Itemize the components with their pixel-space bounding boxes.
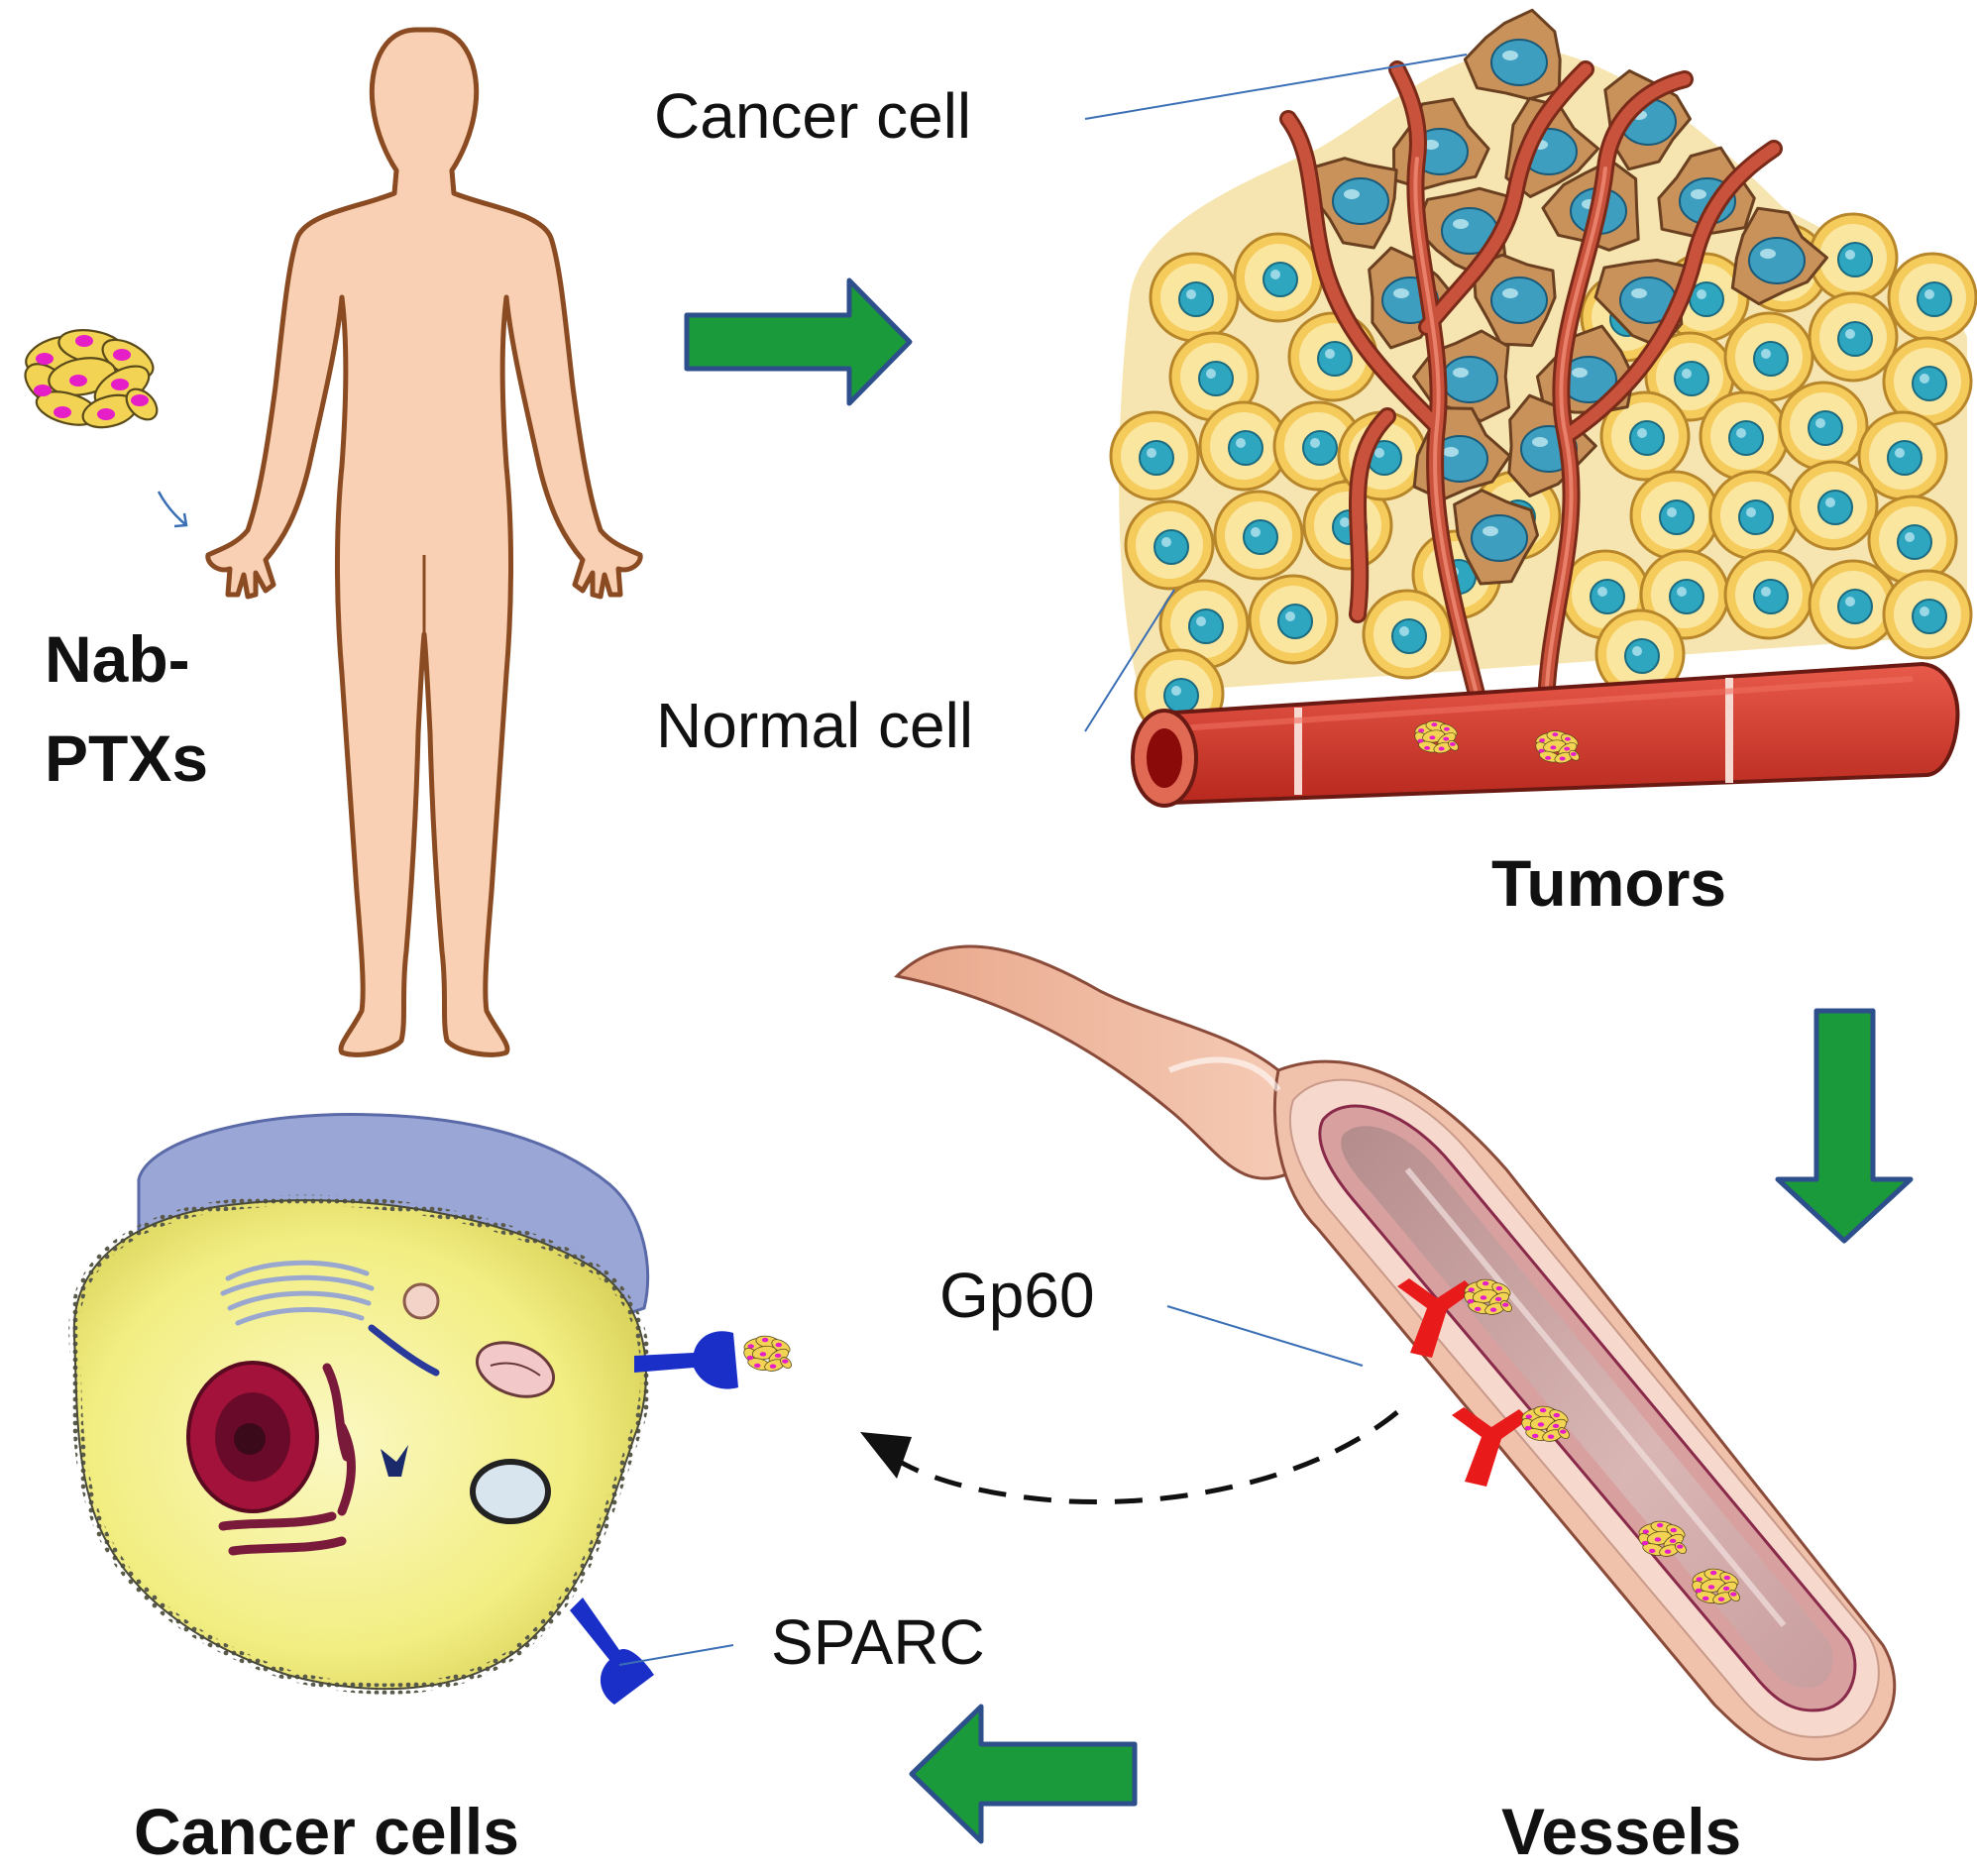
normal-cell-icon (1215, 492, 1302, 579)
cancer-cell-icon (74, 1114, 794, 1705)
blood-vessel-icon (897, 946, 1895, 1759)
normal-cell-icon (1710, 472, 1798, 559)
normal-cell-label: Normal cell (656, 694, 973, 757)
gp60-leader-line (1167, 1306, 1363, 1366)
flow-arrow-left-icon (912, 1707, 1135, 1841)
normal-cell-icon (1364, 591, 1451, 678)
cancer-cells-label: Cancer cells (134, 1799, 519, 1864)
tumor-tissue-icon (1111, 10, 1976, 806)
normal-cell-icon (1250, 576, 1337, 663)
normal-cell-icon (1631, 472, 1718, 559)
nab-ptx-label-line1: Nab- (45, 626, 190, 692)
normal-cell-icon (1151, 254, 1238, 341)
nanoparticle-icon (741, 1334, 794, 1373)
human-body-icon (208, 30, 640, 1054)
transcytosis-arrow-icon (860, 1412, 1397, 1502)
normal-cell-icon (1884, 571, 1971, 658)
nanoparticle-icon (18, 325, 163, 432)
nucleus (188, 1363, 317, 1511)
normal-cell-icon (1780, 383, 1867, 470)
injection-arrow-icon (159, 492, 186, 526)
cancer-cell-label: Cancer cell (654, 84, 971, 148)
flow-arrow-down-icon (1778, 1011, 1911, 1241)
sparc-label: SPARC (771, 1610, 985, 1674)
normal-cell-icon (1889, 254, 1976, 341)
vessels-label: Vessels (1501, 1799, 1741, 1864)
normal-cell-icon (1725, 551, 1812, 638)
tumors-label: Tumors (1491, 850, 1726, 916)
normal-cell-icon (1725, 313, 1812, 400)
cancer-cell-icon (1465, 10, 1560, 99)
nanoparticle-bound-sparc-icon (741, 1334, 794, 1373)
flow-arrow-right-icon (687, 280, 910, 403)
normal-cell-icon (1810, 293, 1897, 381)
nab-ptx-nanoparticle-icon (18, 325, 163, 432)
gp60-label: Gp60 (939, 1264, 1095, 1327)
normal-cell-icon (1111, 412, 1198, 499)
normal-cell-icon (1790, 462, 1877, 549)
normal-cell-icon (1235, 234, 1322, 321)
normal-cell-icon (1126, 501, 1213, 589)
nab-ptx-label-line2: PTXs (45, 725, 208, 791)
normal-cell-icon (1701, 392, 1788, 480)
